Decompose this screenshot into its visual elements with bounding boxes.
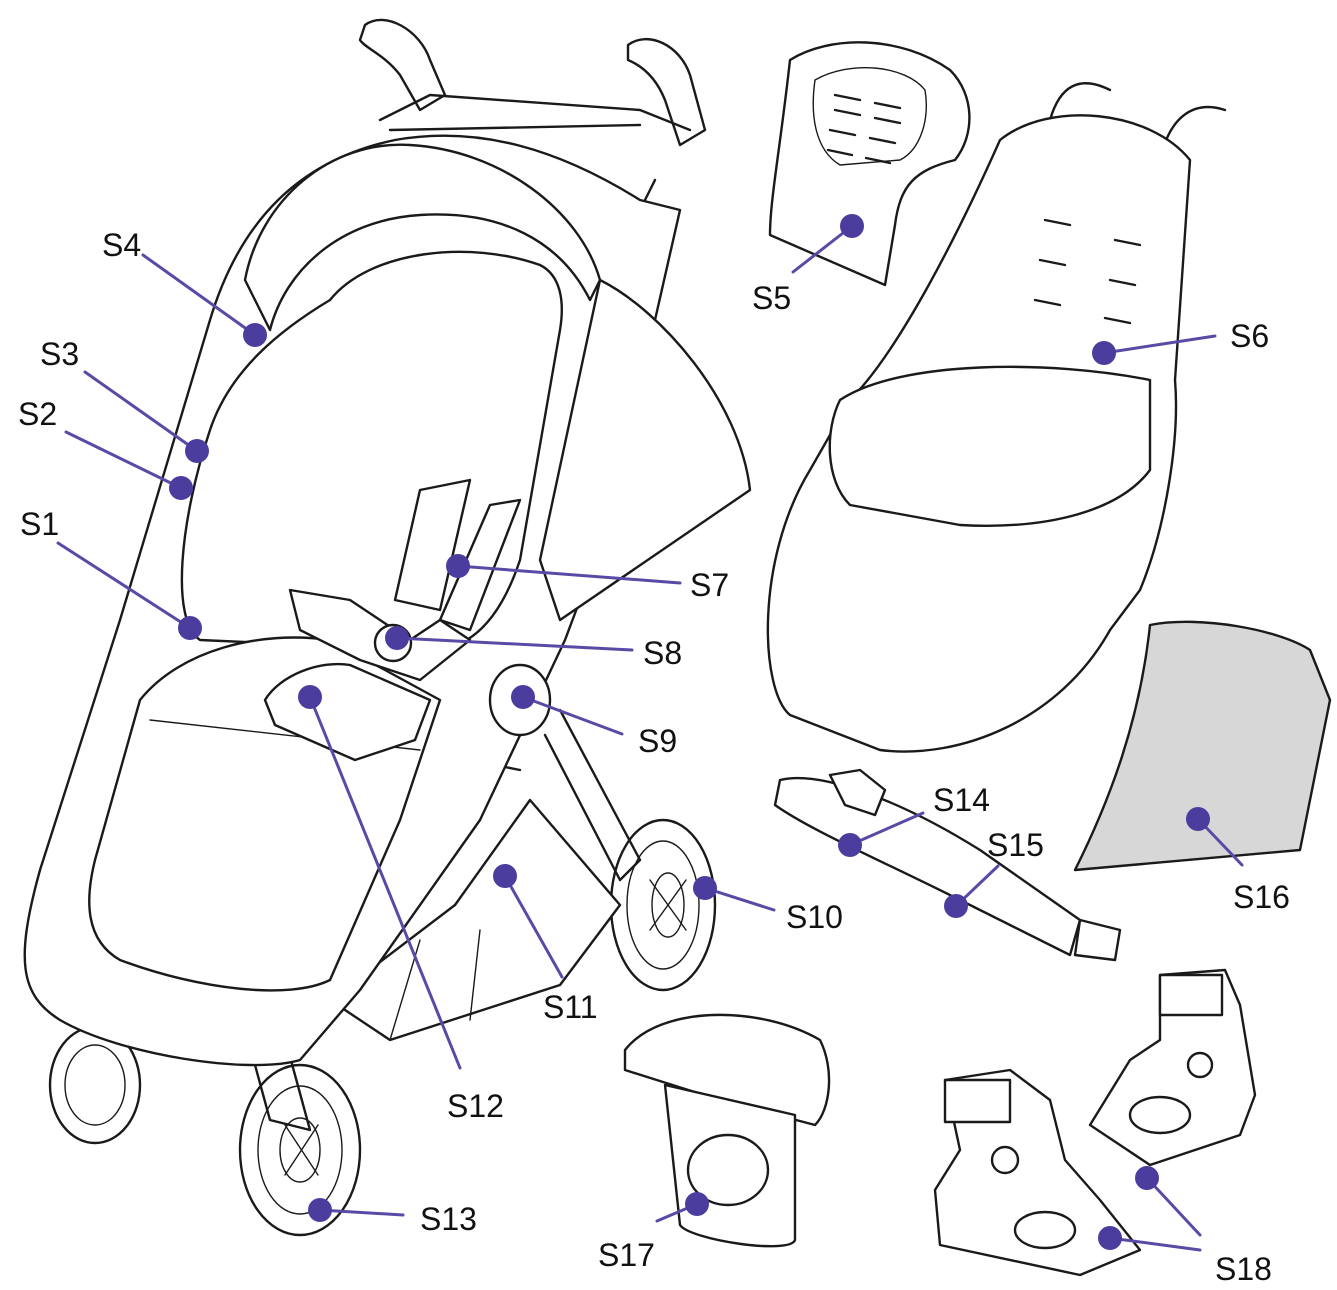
callout-label-s4: S4 [102,227,141,263]
marker-s8 [385,626,409,650]
right-wheel [609,818,717,992]
callout-label-s9: S9 [638,723,677,759]
marker-s5 [840,214,864,238]
marker-s6 [1092,341,1116,365]
callout-label-s10: S10 [786,899,843,935]
callout-label-s7: S7 [690,567,729,603]
seat-liner-illustration [766,82,1227,753]
side-panel [538,278,752,622]
marker-s3 [185,439,209,463]
callout-label-s16: S16 [1233,879,1290,915]
callout-label-s3: S3 [40,336,79,372]
marker-s18-lower [1098,1226,1122,1250]
marker-s17 [685,1192,709,1216]
marker-s13 [308,1198,332,1222]
front-left-wheel [238,1063,362,1237]
head-insert-illustration [768,41,971,287]
leader-s18-lower [1108,1236,1202,1252]
callout-label-s2: S2 [18,396,57,432]
leader-s10 [703,886,776,912]
rain-cover-illustration [1073,620,1332,872]
marker-s12 [298,685,322,709]
marker-s14 [838,833,862,857]
callout-label-s12: S12 [447,1088,504,1124]
handle-posts [358,18,707,147]
leader-s11 [503,874,564,979]
leader-s4 [141,253,257,337]
marker-s2 [169,476,193,500]
marker-s9 [511,685,535,709]
marker-s18-upper [1135,1166,1159,1190]
callout-label-s1: S1 [20,506,59,542]
callout-label-s13: S13 [420,1201,477,1237]
bumper-bar-illustration [773,768,1122,962]
callout-label-s11: S11 [543,989,598,1025]
leader-s8 [395,636,634,652]
callout-label-s15: S15 [987,827,1044,863]
handle-adapter-illustration [623,1013,831,1248]
marker-s7 [446,554,470,578]
marker-s4 [243,323,267,347]
leader-s6 [1102,334,1217,355]
marker-s15 [944,894,968,918]
leader-s1 [56,541,192,630]
leader-s12 [308,695,462,1070]
leader-s18-upper [1145,1176,1202,1237]
car-seat-adapters-illustration [933,968,1257,1277]
leader-s13 [318,1208,405,1217]
marker-s10 [693,876,717,900]
callout-label-s18: S18 [1215,1251,1272,1287]
callout-label-s17: S17 [598,1237,655,1273]
leader-s5 [791,224,854,274]
stroller-illustration [23,18,752,1237]
marker-s1 [178,616,202,640]
callout-label-s14: S14 [933,782,990,818]
leader-s9 [521,695,624,736]
leader-s2 [64,430,183,490]
marker-s11 [493,864,517,888]
marker-s16 [1186,807,1210,831]
callout-label-s8: S8 [643,635,682,671]
callout-label-s5: S5 [752,280,791,316]
leader-s14 [848,811,925,847]
leader-s3 [83,370,199,453]
callout-label-s6: S6 [1230,318,1269,354]
harness [288,478,522,682]
leader-s7 [456,564,682,585]
